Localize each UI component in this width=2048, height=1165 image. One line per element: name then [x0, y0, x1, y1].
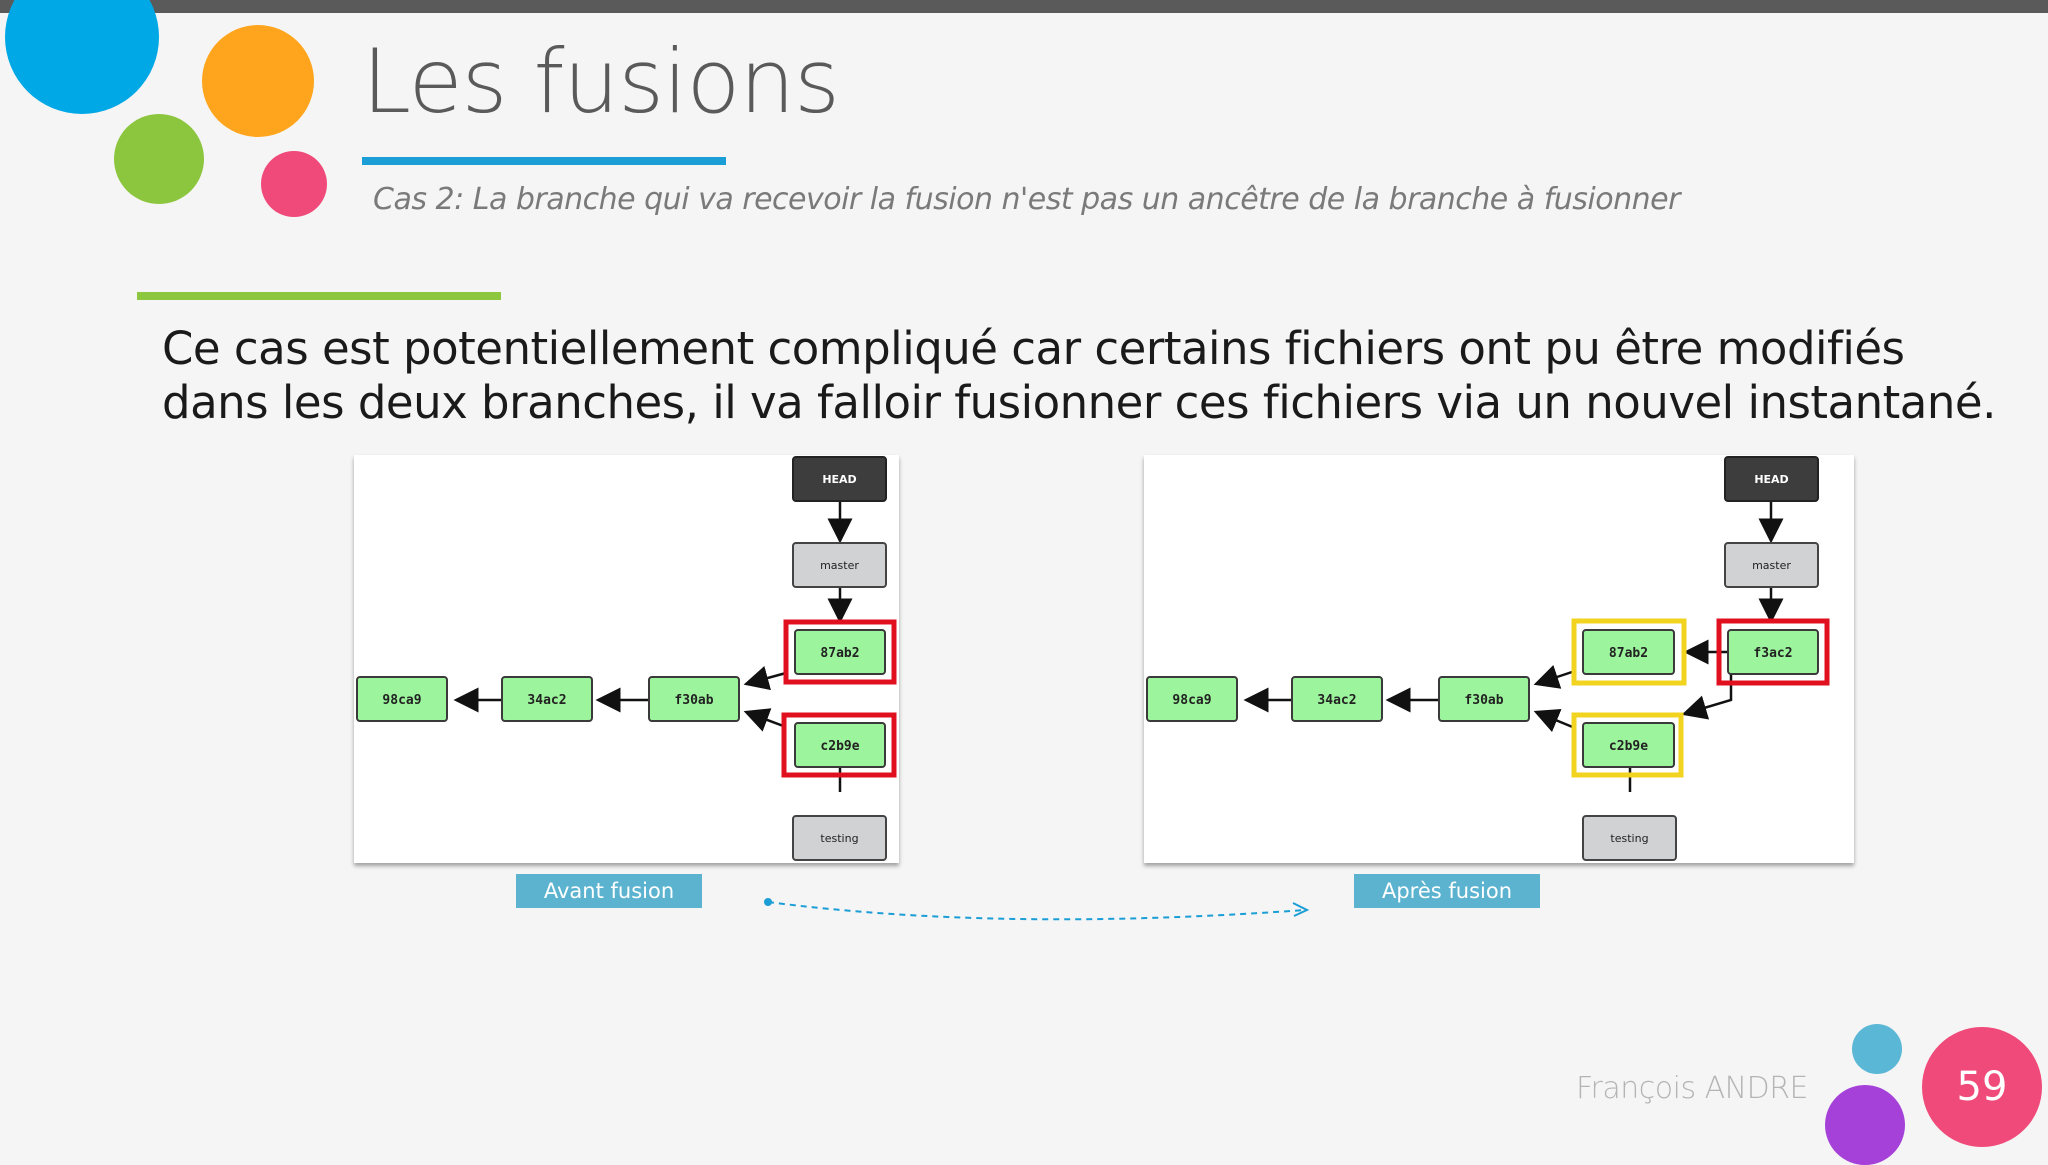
- edge-c2b9e-f30ab: [743, 708, 787, 732]
- commit-87ab2: [1582, 629, 1675, 675]
- author-name: François ANDRE: [1575, 1071, 1809, 1106]
- transition-arrow-start-dot: [764, 898, 772, 906]
- decor-dot-light-blue: [1852, 1024, 1902, 1074]
- master-ref: [1724, 542, 1819, 588]
- commit-label: c2b9e: [820, 739, 859, 754]
- edge-c2b9e-f30ab: [1533, 708, 1576, 733]
- highlight-yellow-87ab2: [1571, 618, 1687, 686]
- commit-87ab2: [794, 629, 886, 675]
- testing-ref-label: testing: [1610, 832, 1648, 845]
- commit-f3ac2: [1727, 629, 1819, 675]
- master-ref-label: master: [820, 559, 859, 572]
- transition-arrow-head: [1292, 902, 1310, 917]
- decor-dot-pink: [261, 151, 327, 217]
- commit-f30ab: [648, 676, 740, 722]
- edge-87ab2-f30ab: [1533, 665, 1576, 689]
- decor-dot-orange: [202, 25, 314, 137]
- commit-label: f3ac2: [1753, 646, 1792, 661]
- transition-arrow-path: [767, 901, 1306, 921]
- body-paragraph: Ce cas est potentiellement compliqué car…: [162, 322, 1996, 429]
- head-ref-label: HEAD: [822, 473, 856, 486]
- commit-label: f30ab: [674, 693, 713, 708]
- slide-subtitle: Cas 2: La branche qui va recevoir la fus…: [373, 182, 1680, 217]
- commit-label: 87ab2: [1609, 646, 1648, 661]
- diagram-after-svg: HEAD master testing 98ca9 34ac2 f30ab 87…: [1146, 456, 1830, 861]
- decor-dot-blue: [5, 0, 159, 114]
- diagram-before: HEAD master testing 98ca9 34ac2 f30ab 87…: [354, 455, 899, 863]
- section-rule: [137, 292, 501, 300]
- commit-c2b9e: [1582, 722, 1675, 768]
- diagram-after: HEAD master testing 98ca9 34ac2 f30ab 87…: [1144, 455, 1854, 863]
- top-bar: [0, 0, 2048, 13]
- commit-label: c2b9e: [1609, 739, 1648, 754]
- testing-ref: [1582, 815, 1677, 861]
- testing-ref: [792, 815, 887, 861]
- testing-ref-label: testing: [820, 832, 858, 845]
- caption-before: Avant fusion: [516, 874, 702, 908]
- commit-34ac2: [1291, 676, 1383, 722]
- head-ref: [1724, 456, 1819, 502]
- highlight-red-f3ac2: [1716, 618, 1830, 686]
- decor-dot-green: [114, 114, 204, 204]
- commit-label: f30ab: [1464, 693, 1503, 708]
- highlight-red-c2b9e: [781, 712, 897, 778]
- slide-title: Les fusions: [362, 30, 840, 133]
- head-ref-label: HEAD: [1754, 473, 1788, 486]
- highlight-red-87ab2: [783, 619, 897, 685]
- page-number-badge: 59: [1922, 1027, 2042, 1147]
- edge-f3ac2-c2b9e: [1681, 674, 1733, 720]
- head-ref: [792, 456, 887, 502]
- master-ref: [792, 542, 887, 588]
- commit-label: 98ca9: [1172, 693, 1211, 708]
- commit-98ca9: [1146, 676, 1238, 722]
- commit-34ac2: [501, 676, 593, 722]
- commit-label: 98ca9: [382, 693, 421, 708]
- commit-label: 87ab2: [820, 646, 859, 661]
- highlight-yellow-c2b9e: [1571, 712, 1684, 778]
- commit-f30ab: [1438, 676, 1530, 722]
- commit-label: 34ac2: [527, 693, 566, 708]
- master-ref-label: master: [1752, 559, 1791, 572]
- edge-87ab2-f30ab: [743, 665, 787, 691]
- caption-after: Après fusion: [1354, 874, 1540, 908]
- commit-label: 34ac2: [1317, 693, 1356, 708]
- decor-dot-purple: [1825, 1085, 1905, 1165]
- commit-c2b9e: [794, 722, 886, 768]
- title-underline: [362, 157, 726, 165]
- commit-98ca9: [356, 676, 448, 722]
- diagram-before-svg: HEAD master testing 98ca9 34ac2 f30ab 87…: [356, 456, 897, 861]
